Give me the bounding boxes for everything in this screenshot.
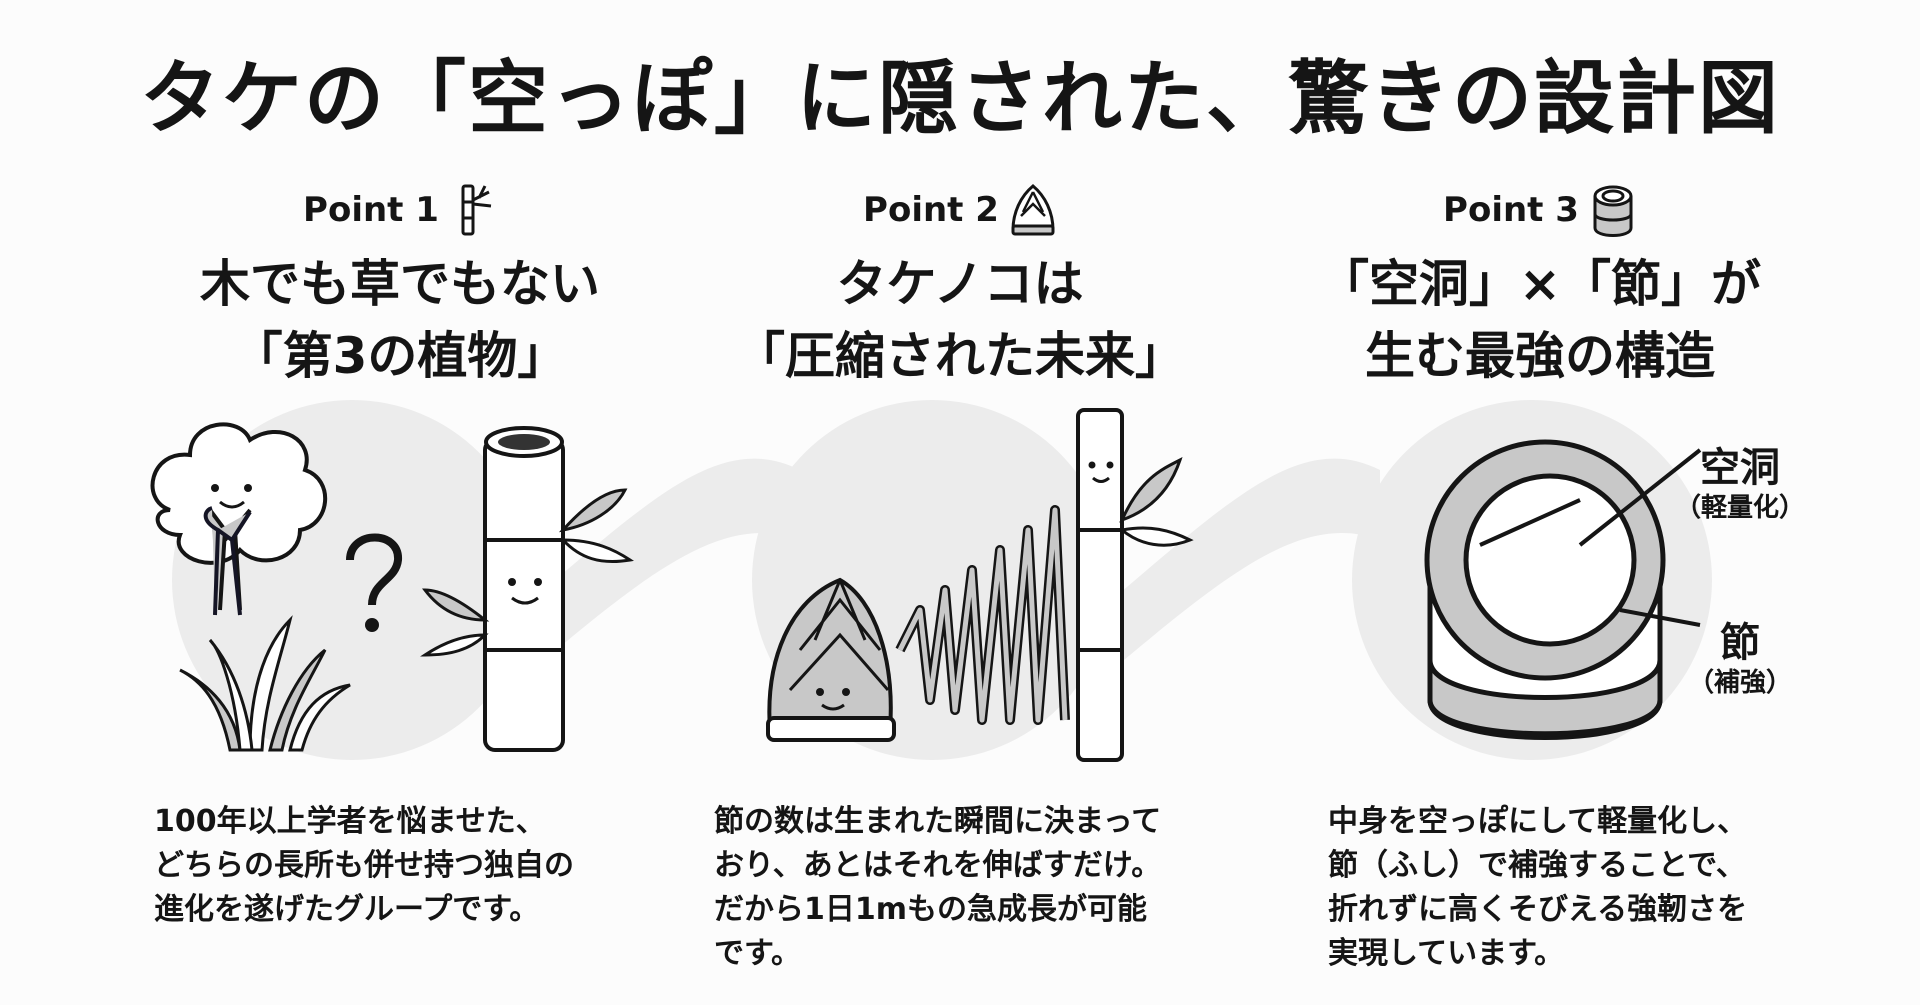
- point-1-heading-line-1: 木でも草でもない: [200, 255, 600, 313]
- point-3-body-line-3: 折れずに高くそびえる強靭さを: [1328, 892, 1748, 927]
- node-label: 節 （補強）: [1670, 620, 1810, 700]
- hollow-label-main: 空洞: [1700, 445, 1780, 491]
- grass-icon: [179, 615, 351, 752]
- point-2-body-line-4: です。: [714, 936, 801, 971]
- point-3-body: 中身を空っぽにして軽量化し、 節（ふし）で補強することで、 折れずに高くそびえる…: [1328, 800, 1747, 976]
- point-2-header: Point 2: [660, 180, 1260, 240]
- bamboo-icon: [420, 426, 634, 752]
- point-1-body-line-3: 進化を遂げたグループです。: [154, 892, 540, 927]
- point-2-body: 節の数は生まれた瞬間に決まって おり、あとはそれを伸ばすだけ。 だから1日1mも…: [714, 800, 1161, 976]
- bamboo-cross-section-icon: [1424, 439, 1666, 740]
- diagram-leader-lines: [1578, 448, 1702, 627]
- point-3-illustration: [1424, 439, 1666, 740]
- point-2-body-line-1: 節の数は生まれた瞬間に決まって: [714, 804, 1162, 839]
- bamboo-cross-section-icon: [1593, 185, 1633, 237]
- question-mark-icon: [346, 533, 402, 632]
- point-1-label: Point 1: [303, 190, 439, 230]
- point-3-body-line-4: 実現しています。: [1328, 936, 1565, 971]
- point-1-header: Point 1: [100, 180, 700, 240]
- point-3-heading-line-2: 生む最強の構造: [1365, 327, 1715, 385]
- point-3-body-line-2: 節（ふし）で補強することで、: [1328, 848, 1746, 883]
- bamboo-icon: [1076, 408, 1194, 762]
- point-1-illustration: [150, 422, 634, 752]
- point-2-body-line-2: おり、あとはそれを伸ばすだけ。: [714, 848, 1162, 883]
- point-2-label: Point 2: [863, 190, 999, 230]
- bamboo-stalk-icon: [461, 184, 492, 236]
- point-3-label: Point 3: [1443, 190, 1579, 230]
- point-2-heading-line-1: タケノコは: [836, 255, 1084, 313]
- tree-icon: [150, 422, 328, 616]
- point-3-heading-line-1: 「空洞」×「節」が: [1319, 255, 1761, 313]
- point-1-body: 100年以上学者を悩ませた、 どちらの長所も併せ持つ独自の 進化を遂げたグループ…: [154, 800, 574, 932]
- node-label-main: 節: [1720, 620, 1760, 666]
- point-2-heading: タケノコは 「圧縮された未来」: [660, 248, 1260, 392]
- point-1-heading: 木でも草でもない 「第3の植物」: [100, 248, 700, 392]
- point-2-heading-line-2: 「圧縮された未来」: [735, 327, 1185, 385]
- spring-icon: [895, 505, 1070, 725]
- point-1-body-line-1: 100年以上学者を悩ませた、: [154, 804, 546, 839]
- bamboo-shoot-icon: [1011, 184, 1055, 236]
- point-2-column: Point 2 タケノコは 「圧縮された未来」: [660, 180, 1260, 392]
- point-3-header: Point 3: [1240, 180, 1840, 240]
- page-title: タケの「空っぽ」に隠された、驚きの設計図: [140, 52, 1780, 145]
- point-3-column: Point 3 「空洞」×「節」が 生む最強の構造: [1240, 180, 1840, 392]
- point-2-illustration: [766, 408, 1194, 762]
- point-3-body-line-1: 中身を空っぽにして軽量化し、: [1328, 804, 1748, 839]
- hollow-label: 空洞 （軽量化）: [1670, 445, 1810, 525]
- point-2-body-line-3: だから1日1mもの急成長が可能: [714, 892, 1148, 927]
- point-1-heading-line-2: 「第3の植物」: [232, 327, 568, 385]
- hollow-label-sub: （軽量化）: [1674, 493, 1805, 523]
- bamboo-shoot-icon: [766, 577, 896, 742]
- node-label-sub: （補強）: [1687, 668, 1792, 698]
- point-3-heading: 「空洞」×「節」が 生む最強の構造: [1240, 248, 1840, 392]
- point-1-body-line-2: どちらの長所も併せ持つ独自の: [154, 848, 574, 883]
- point-1-column: Point 1 木でも草でもない 「第3の植物」: [100, 180, 700, 392]
